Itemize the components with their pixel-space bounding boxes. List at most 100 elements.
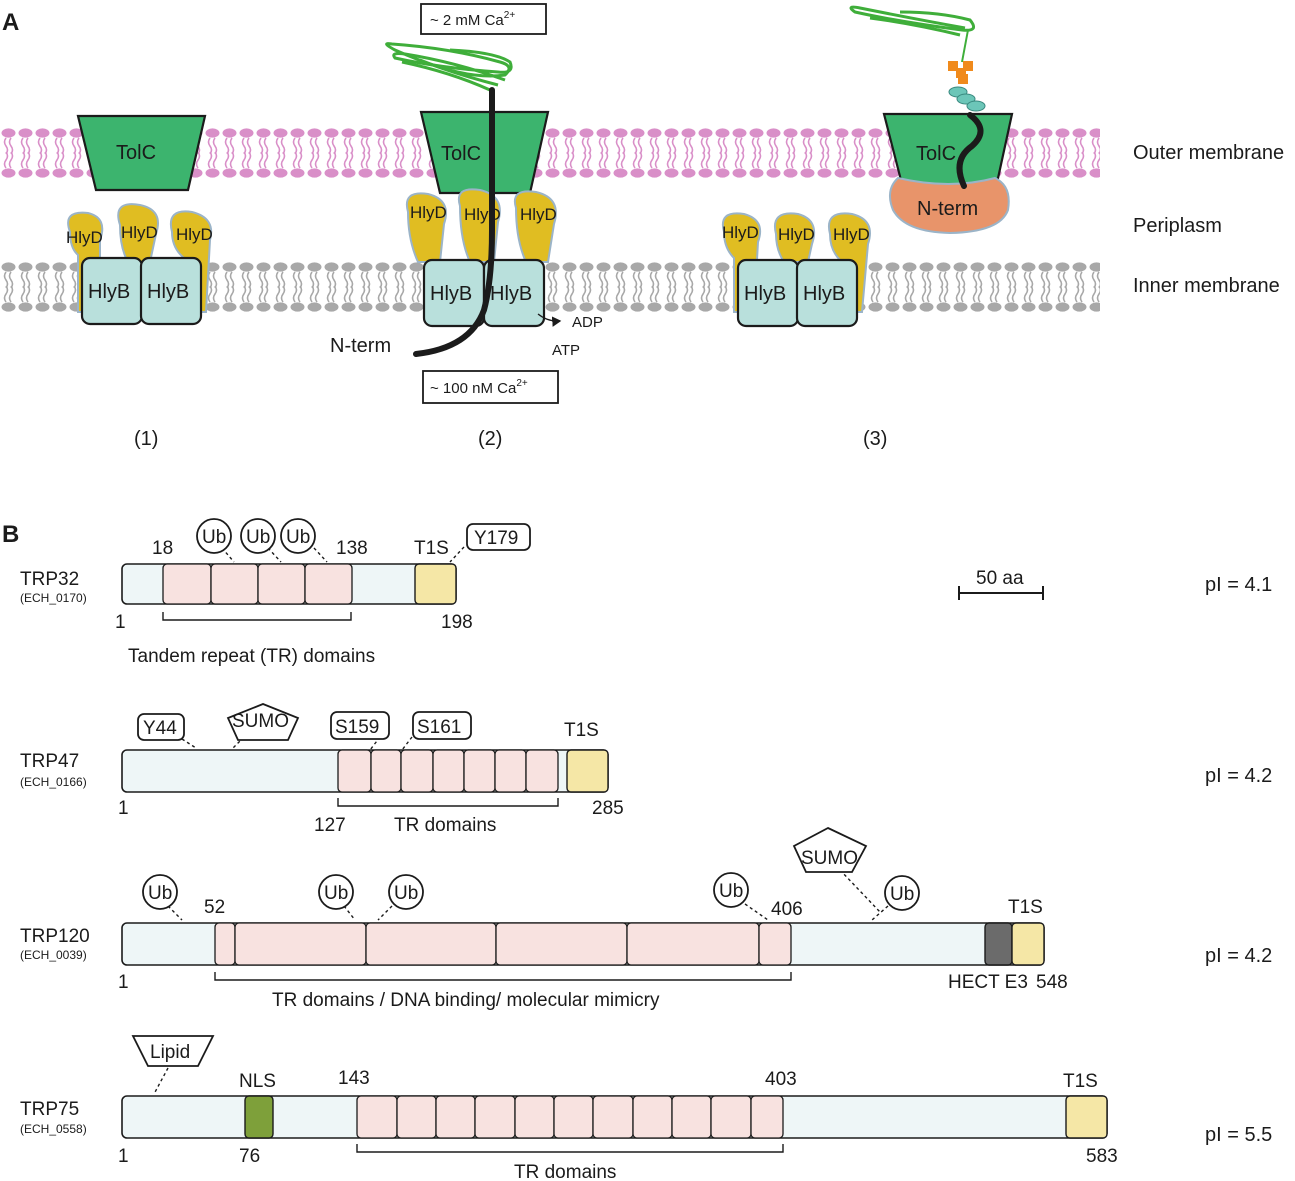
hlyd-2c bbox=[514, 190, 557, 263]
outer-membrane-label: Outer membrane bbox=[1133, 142, 1284, 164]
hlyd-1b bbox=[117, 203, 159, 263]
ub-label: Ub bbox=[719, 881, 743, 902]
t1s-domain bbox=[414, 563, 457, 605]
t1s-domain bbox=[566, 749, 609, 793]
hlyd-3b bbox=[774, 212, 816, 263]
protein-name: TRP32 bbox=[20, 569, 79, 590]
tolc-1-label: TolC bbox=[116, 142, 156, 164]
tr-domain bbox=[435, 1095, 476, 1139]
site-box bbox=[466, 523, 531, 551]
ub-site bbox=[388, 874, 424, 910]
protein-name: TRP75 bbox=[20, 1099, 79, 1120]
tr-domain bbox=[626, 922, 760, 966]
tr-domain bbox=[710, 1095, 752, 1139]
protein-trp120: TRP120 (ECH_0039) Ub Ub Ub Ub Ub SUMO bbox=[20, 826, 1272, 1011]
site-label: S161 bbox=[417, 717, 461, 738]
protein-locus: (ECH_0558) bbox=[20, 1122, 87, 1136]
bracket-label: Tandem repeat (TR) domains bbox=[128, 646, 375, 667]
tr-domain bbox=[365, 922, 497, 966]
tr-start-label: 127 bbox=[314, 815, 346, 836]
ub-label: Ub bbox=[890, 884, 914, 905]
nls-pos-label: 76 bbox=[239, 1146, 260, 1167]
ub-site bbox=[142, 874, 178, 910]
ca-top-label: ~ 2 mM Ca2+ bbox=[430, 10, 515, 29]
end-label: 548 bbox=[1036, 972, 1068, 993]
t1s-label: T1S bbox=[564, 720, 599, 741]
sumo-label: SUMO bbox=[801, 848, 858, 869]
hlyd-1a-label: HlyD bbox=[66, 228, 103, 247]
tr-domain bbox=[632, 1095, 673, 1139]
step-1-label: (1) bbox=[134, 428, 158, 450]
site-label: S159 bbox=[335, 717, 379, 738]
sumo-site bbox=[792, 826, 868, 873]
protein-locus: (ECH_0170) bbox=[20, 591, 87, 605]
panel-a: A Outer membrane Periplasm Inner membran… bbox=[0, 3, 1284, 450]
ub-label: Ub bbox=[246, 527, 270, 548]
state-1: TolC HlyD HlyD HlyD HlyB HlyB (1) bbox=[66, 114, 213, 450]
tr-domain bbox=[495, 922, 628, 966]
tr-domain bbox=[463, 749, 496, 793]
pi-label: pI = 4.2 bbox=[1205, 765, 1272, 787]
site-box bbox=[412, 711, 472, 740]
tr-domain bbox=[304, 563, 353, 605]
end-label: 583 bbox=[1086, 1146, 1118, 1167]
panel-b-label: B bbox=[2, 521, 19, 548]
tr-domain bbox=[356, 1095, 398, 1139]
tr-domain bbox=[234, 922, 367, 966]
ub-site bbox=[884, 875, 920, 911]
hlyb-2b bbox=[482, 258, 546, 328]
tr-domain bbox=[432, 749, 465, 793]
step-2-label: (2) bbox=[478, 428, 502, 450]
lipid-site bbox=[131, 1035, 215, 1067]
t1s-domain bbox=[1011, 922, 1045, 966]
ub-label: Ub bbox=[324, 883, 348, 904]
site-box bbox=[330, 711, 390, 740]
protein-name: TRP120 bbox=[20, 926, 90, 947]
hlyb-1a-label: HlyB bbox=[88, 281, 130, 303]
end-label: 285 bbox=[592, 798, 624, 819]
tolc-2-label: TolC bbox=[441, 143, 481, 165]
hlyb-3b bbox=[795, 258, 859, 328]
t1s-label: T1S bbox=[414, 538, 449, 559]
t1s-domain bbox=[1065, 1095, 1108, 1139]
site-box bbox=[137, 713, 185, 741]
pi-label: pI = 5.5 bbox=[1205, 1124, 1272, 1146]
protein-locus: (ECH_0039) bbox=[20, 948, 87, 962]
tr-domain bbox=[214, 922, 236, 966]
nterm-domain-3 bbox=[888, 176, 1010, 235]
start-label: 1 bbox=[118, 798, 129, 819]
protein-name: TRP47 bbox=[20, 751, 79, 772]
tr-domain bbox=[525, 749, 559, 793]
tr-domain bbox=[396, 1095, 437, 1139]
hlyb-2b-label: HlyB bbox=[490, 283, 532, 305]
tr-domain bbox=[257, 563, 306, 605]
ca-top-box bbox=[420, 3, 547, 35]
atp-arrow bbox=[537, 313, 562, 327]
hlyd-2a-label: HlyD bbox=[410, 203, 447, 222]
hect-label: HECT E3 bbox=[948, 972, 1028, 993]
step-3-label: (3) bbox=[863, 428, 887, 450]
sumo-label: SUMO bbox=[232, 711, 289, 732]
protein-trp32: TRP32 (ECH_0170) Ub Ub Ub Y179 18 138 T1… bbox=[20, 518, 1272, 667]
site-label: Y44 bbox=[143, 718, 177, 739]
nterm-chain-label: N-term bbox=[330, 335, 391, 357]
tr-end-label: 406 bbox=[771, 899, 803, 920]
tr-domain bbox=[370, 749, 402, 793]
t1s-label: T1S bbox=[1063, 1071, 1098, 1092]
secreted-chain-2 bbox=[413, 87, 495, 357]
bracket-label: TR domains / DNA binding/ molecular mimi… bbox=[272, 990, 660, 1011]
tolc-3-label: TolC bbox=[916, 143, 956, 165]
hect-domain bbox=[984, 922, 1013, 966]
protein-trp47: TRP47 (ECH_0166) Y44 SUMO S159 S161 T1S … bbox=[20, 703, 1272, 836]
ub-label: Ub bbox=[202, 527, 226, 548]
hlyd-1b-label: HlyD bbox=[121, 223, 158, 242]
lipid-label: Lipid bbox=[150, 1042, 190, 1063]
tr-domain bbox=[494, 749, 527, 793]
tr-domain bbox=[592, 1095, 634, 1139]
ub-site bbox=[318, 874, 354, 910]
hlyd-2c-label: HlyD bbox=[520, 205, 557, 224]
hlyd-2b-label: HlyD bbox=[464, 205, 501, 224]
scale-bar: 50 aa bbox=[958, 568, 1044, 600]
tr-domain bbox=[162, 563, 212, 605]
secreted-protein-fold-3 bbox=[849, 5, 976, 37]
